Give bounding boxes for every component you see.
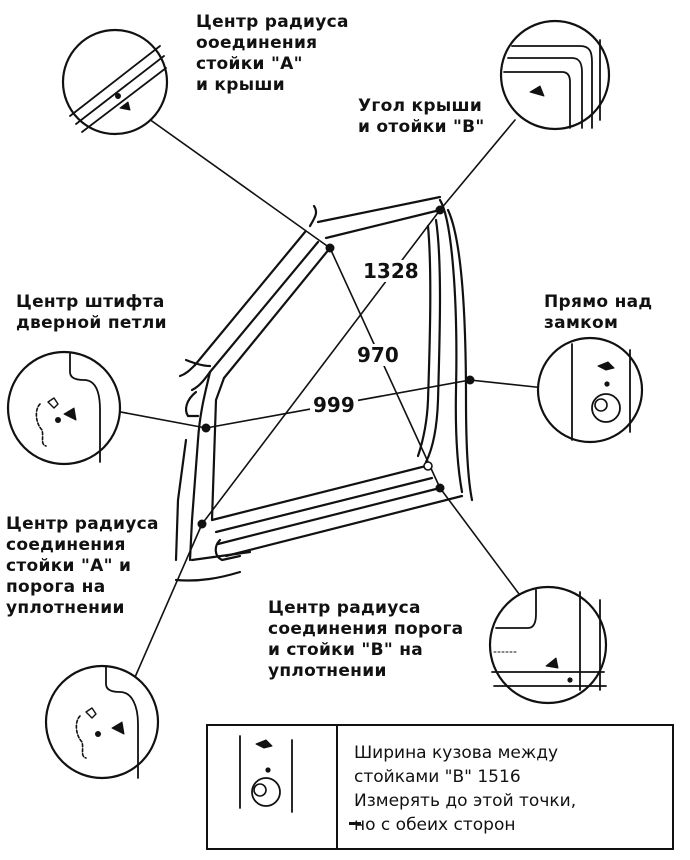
point-sill-b	[435, 483, 445, 493]
point-roof-b	[435, 205, 445, 215]
dimension-line-1328	[201, 209, 441, 525]
point-a-sill	[197, 519, 207, 529]
label-hinge: Центр штифта дверной петли	[16, 292, 167, 333]
dimension-1328: 1328	[360, 260, 422, 282]
detail-circle-a-roof	[61, 28, 169, 136]
legend-dash-mark	[349, 822, 361, 825]
measurement-points	[197, 205, 475, 529]
dimension-999: 999	[310, 394, 358, 416]
point-hinge	[201, 423, 211, 433]
detail-circle-roof-b	[499, 19, 611, 131]
label-a-sill: Центр радиуса соединения стойки "А" и по…	[6, 514, 159, 618]
legend-line-4: но с обеих сторон	[354, 815, 516, 835]
leader-lines	[109, 103, 546, 685]
detail-circle-sill-b	[488, 585, 608, 705]
label-a-roof: Центр радиуса ооединения стойки "А" и кр…	[196, 12, 349, 95]
legend-line-1: Ширина кузова между	[354, 743, 559, 763]
label-roof-b: Угол крыши и отойки "В"	[358, 96, 485, 137]
door-frame-outline	[174, 195, 474, 582]
legend-line-3: Измерять до этой точки,	[354, 791, 577, 811]
point-lock	[465, 375, 475, 385]
detail-circle-a-sill	[44, 664, 160, 780]
dimension-line-970	[329, 247, 441, 489]
legend-line-2: стойками "В" 1516	[354, 767, 521, 787]
dimension-970: 970	[354, 344, 402, 366]
label-lock: Прямо над замком	[544, 292, 653, 333]
legend-lock-icon	[239, 735, 293, 813]
point-a-roof	[325, 243, 335, 253]
detail-circle-hinge	[6, 350, 122, 466]
detail-circle-lock	[536, 336, 644, 444]
label-sill-b: Центр радиуса соединения порога и стойки…	[268, 598, 464, 681]
legend-divider	[336, 726, 338, 848]
legend-box: Ширина кузова между стойками "В" 1516 Из…	[206, 724, 674, 850]
